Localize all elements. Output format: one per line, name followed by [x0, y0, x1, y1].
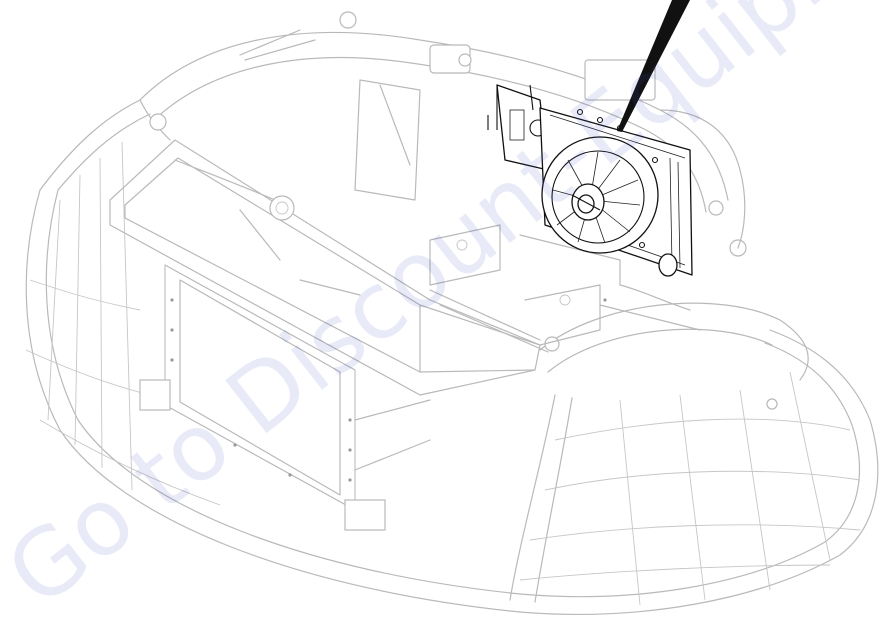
rear-cage [509, 302, 861, 606]
outer-cage-ring [25, 99, 879, 615]
top-roll-hoop [139, 11, 747, 257]
callout-pointer [617, 0, 690, 132]
frame-fasteners [170, 298, 607, 482]
radiator-fan-assembly [487, 84, 693, 277]
main-frame [109, 139, 541, 531]
cross-members [174, 29, 701, 353]
